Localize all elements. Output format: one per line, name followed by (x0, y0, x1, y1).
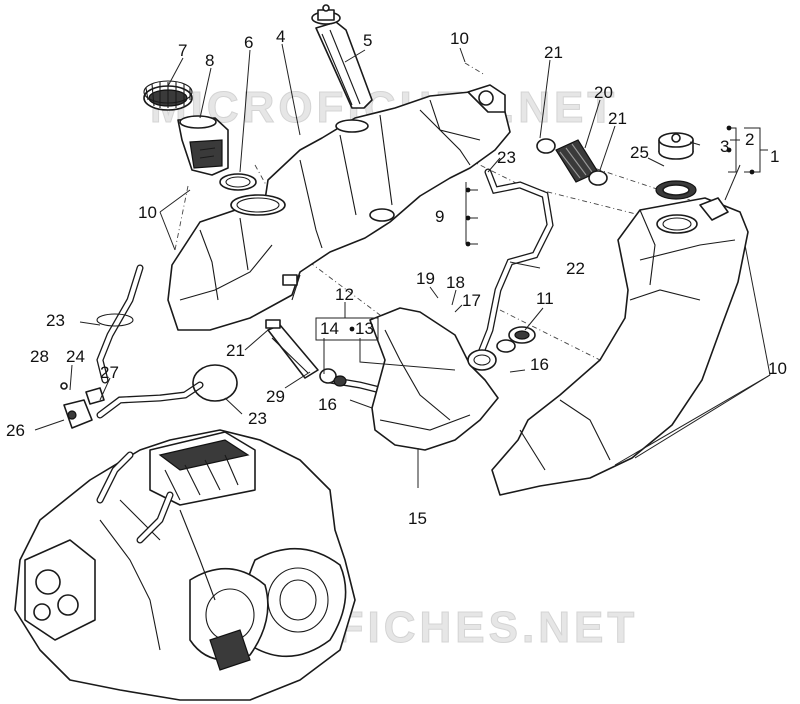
filler-neck-assembly (177, 115, 229, 176)
callout-7: 7 (178, 41, 187, 60)
callout-labels: 1 2 3 4 5 6 7 8 9 10 10 10 11 12 13 14 1… (6, 27, 787, 528)
callout-14: 14 (320, 319, 339, 338)
callout-20: 20 (594, 83, 613, 102)
group-bracket-12 (315, 317, 379, 341)
tank-cap (658, 132, 694, 160)
callout-23-top: 23 (497, 148, 516, 167)
filler-cap-ring (143, 80, 193, 111)
callout-24: 24 (66, 347, 85, 366)
engine-assembly (14, 429, 356, 701)
filler-hose-coupling (536, 138, 608, 186)
canister-bracket (369, 307, 536, 451)
callout-21-left: 21 (226, 341, 245, 360)
callout-10-left: 10 (138, 203, 157, 222)
callout-15: 15 (408, 509, 427, 528)
callout-11: 11 (536, 289, 554, 308)
callout-10-right: 10 (768, 359, 787, 378)
callout-23-left: 23 (46, 311, 65, 330)
callout-17: 17 (462, 291, 481, 310)
callout-10-top: 10 (450, 29, 469, 48)
callout-2: 2 (745, 130, 754, 149)
callout-18: 18 (446, 273, 465, 292)
callout-22: 22 (566, 259, 585, 278)
cap-seal-ring (655, 180, 697, 200)
callout-16-right: 16 (530, 355, 549, 374)
callout-21-top: 21 (544, 43, 563, 62)
fuel-pump-sender (311, 4, 373, 109)
callout-1: 1 (770, 147, 779, 166)
callout-9: 9 (435, 207, 444, 226)
callout-25: 25 (630, 143, 649, 162)
group-dots (349, 125, 755, 332)
callout-29: 29 (266, 387, 285, 406)
callout-5: 5 (363, 31, 372, 50)
callout-26: 26 (6, 421, 25, 440)
filler-gasket (219, 173, 257, 191)
fuel-tank (167, 84, 511, 331)
callout-16-left: 16 (318, 395, 337, 414)
secondary-tank (491, 197, 749, 496)
callout-4: 4 (276, 27, 285, 46)
callout-21-right: 21 (608, 109, 627, 128)
callout-23-bottom: 23 (248, 409, 267, 428)
callout-3: 3 (720, 137, 729, 156)
callout-8: 8 (205, 51, 214, 70)
callout-28: 28 (30, 347, 49, 366)
callout-13: 13 (355, 319, 374, 338)
callout-6: 6 (244, 33, 253, 52)
callout-27: 27 (100, 363, 119, 382)
callout-19: 19 (416, 269, 435, 288)
leader-lines (34, 43, 771, 488)
callout-12: 12 (335, 285, 354, 304)
watermark-top: MICROFICHES.NET (150, 83, 618, 132)
check-valve (60, 382, 105, 429)
